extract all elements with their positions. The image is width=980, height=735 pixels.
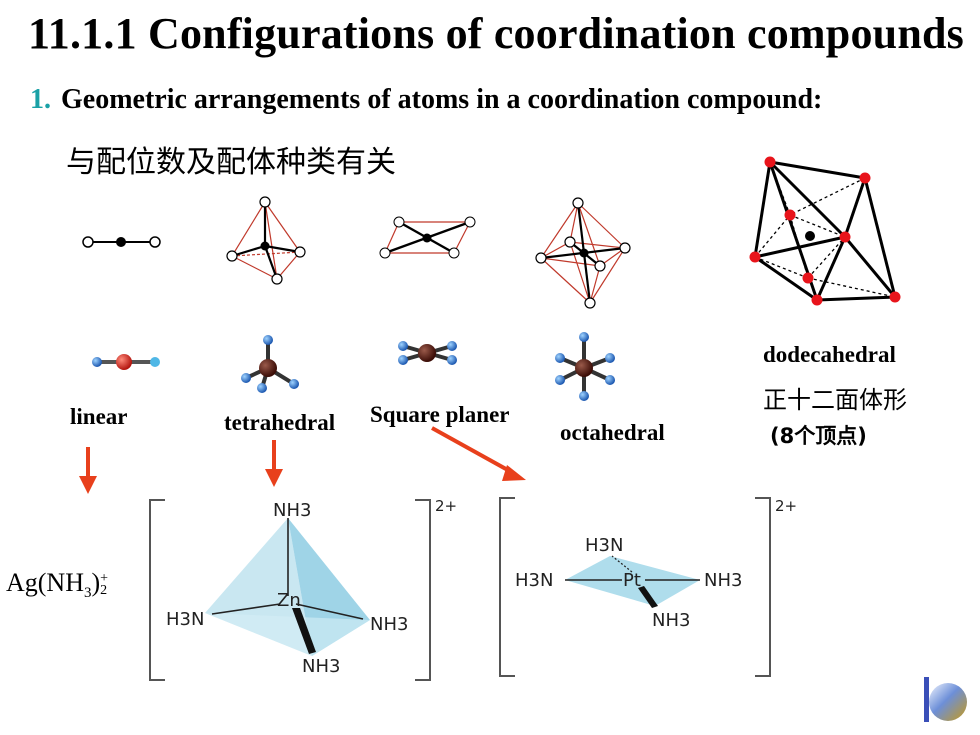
pt-metal: Pt <box>623 570 641 591</box>
pt-ligand-right: NH3 <box>704 570 742 591</box>
linear-stick-diagram <box>82 236 161 248</box>
zn-ligand-right: NH3 <box>370 614 408 635</box>
dodecahedral-diagram <box>749 156 901 306</box>
label-tetrahedral: tetrahedral <box>224 410 336 435</box>
platinum-complex-diagram: H3N H3N NH3 NH3 Pt 2+ <box>499 497 797 677</box>
formula-sub2: 2 <box>100 583 108 599</box>
zn-metal: Zn <box>277 590 301 611</box>
zn-charge: 2+ <box>435 497 457 515</box>
square-planar-ball-model <box>398 341 457 365</box>
arrows <box>79 426 526 494</box>
arrow-diagonal-icon <box>502 465 526 481</box>
label-dodecahedral-cn: 正十二面体形 <box>763 386 907 414</box>
pt-charge: 2+ <box>775 497 797 515</box>
label-dodecahedral: dodecahedral <box>763 342 896 367</box>
octahedral-ball-model <box>555 332 615 401</box>
formula-prefix: Ag(NH <box>6 568 84 597</box>
tetrahedral-stick-diagram <box>226 196 306 285</box>
square-planar-stick-diagram <box>379 216 476 259</box>
formula-sup: + <box>100 571 109 587</box>
label-square-planar: Square planer <box>370 402 510 427</box>
label-dodecahedral-vertices: (8个顶点) <box>770 424 867 448</box>
label-octahedral: octahedral <box>560 420 665 445</box>
octahedral-stick-diagram <box>535 197 631 309</box>
arrow-down-icon <box>265 469 283 487</box>
bullet-text: Geometric arrangements of atoms in a coo… <box>61 84 823 115</box>
zinc-complex-diagram: NH3 H3N NH3 NH3 Zn 2+ <box>149 497 457 681</box>
pt-ligand-left: H3N <box>515 570 553 591</box>
zn-ligand-bottom: NH3 <box>302 656 340 677</box>
bullet-point: 1. Geometric arrangements of atoms in a c… <box>30 84 822 116</box>
formula-close: ) <box>91 568 101 597</box>
pt-ligand-top: H3N <box>585 535 623 556</box>
formula-sub3: 3 <box>84 585 92 602</box>
arrow-down-icon <box>79 476 97 494</box>
chinese-note: 与配位数及配体种类有关 <box>66 145 396 180</box>
zn-ligand-left: H3N <box>166 609 204 630</box>
bullet-number: 1. <box>30 84 51 115</box>
tetrahedral-ball-model <box>241 335 299 393</box>
silver-complex-formula: Ag(NH3)+2 <box>6 568 108 602</box>
nav-sphere-icon[interactable] <box>924 677 967 722</box>
pt-ligand-bottom: NH3 <box>652 610 690 631</box>
slide-title: 11.1.1 Configurations of coordination co… <box>28 9 964 58</box>
linear-ball-model <box>92 354 160 370</box>
zn-ligand-top: NH3 <box>273 500 311 521</box>
label-linear: linear <box>70 404 128 429</box>
